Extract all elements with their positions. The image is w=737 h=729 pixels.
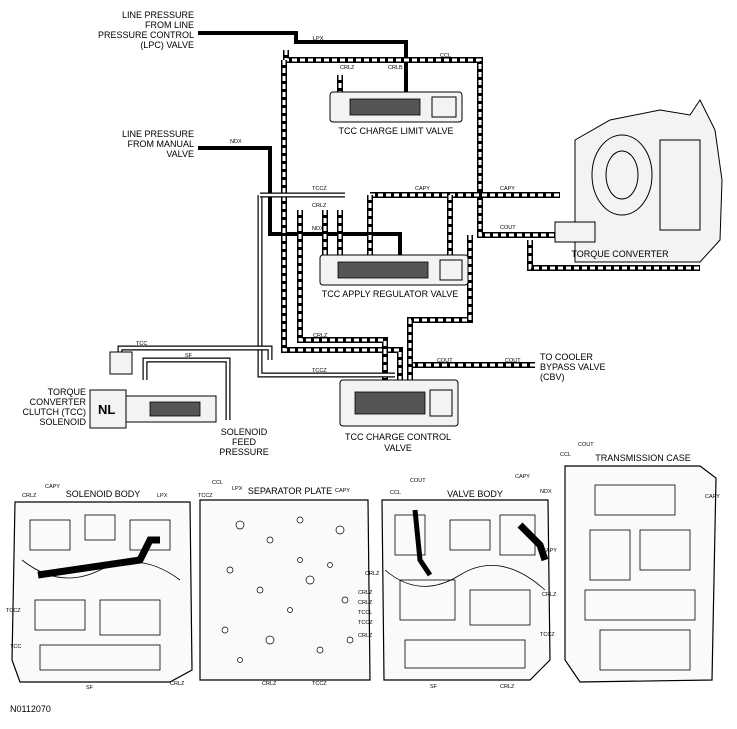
svg-text:CAPY: CAPY (45, 484, 60, 490)
svg-text:LPX: LPX (313, 36, 324, 42)
svg-text:LINE PRESSURE: LINE PRESSURE (122, 10, 194, 20)
figure-id: N0112070 (10, 704, 51, 714)
svg-text:TCC CHARGE LIMIT VALVE: TCC CHARGE LIMIT VALVE (338, 126, 453, 136)
svg-text:CCL: CCL (440, 53, 451, 59)
svg-text:CAPY: CAPY (335, 488, 350, 494)
svg-text:TO COOLER: TO COOLER (540, 352, 593, 362)
svg-text:CRLZ: CRLZ (340, 65, 355, 71)
svg-text:(LPC) VALVE: (LPC) VALVE (140, 40, 194, 50)
svg-text:TCC APPLY REGULATOR VALVE: TCC APPLY REGULATOR VALVE (322, 289, 459, 299)
tcc-solenoid: NL (89, 351, 217, 429)
svg-text:TCCL: TCCL (358, 610, 372, 616)
hollow-pipes (117, 192, 395, 420)
svg-text:COUT: COUT (578, 442, 594, 448)
svg-text:CONVERTER: CONVERTER (30, 397, 87, 407)
svg-text:TORQUE CONVERTER: TORQUE CONVERTER (571, 249, 669, 259)
svg-text:COUT: COUT (505, 358, 521, 364)
svg-text:TCCZ: TCCZ (358, 620, 373, 626)
svg-text:CCL: CCL (560, 452, 571, 458)
tcc-apply-regulator-valve: TCC APPLY REGULATOR VALVE (319, 254, 469, 299)
svg-text:(CBV): (CBV) (540, 372, 565, 382)
svg-text:FROM LINE: FROM LINE (145, 20, 194, 30)
svg-text:NDX: NDX (312, 226, 324, 232)
svg-text:CAPY: CAPY (515, 474, 530, 480)
line-pressure-pipes (198, 31, 408, 262)
svg-text:PRESSURE CONTROL: PRESSURE CONTROL (98, 30, 194, 40)
svg-text:LPX: LPX (232, 486, 243, 492)
svg-text:VALVE: VALVE (384, 443, 412, 453)
svg-text:TCC: TCC (10, 644, 21, 650)
separator-plate: SEPARATOR PLATE CCL LPX TCCZ CAPY CRLZ C… (198, 480, 373, 687)
svg-text:CAPY: CAPY (542, 548, 557, 554)
dashed-pipes (281, 50, 700, 380)
svg-text:NL: NL (98, 402, 115, 417)
svg-text:TRANSMISSION CASE: TRANSMISSION CASE (595, 453, 691, 463)
svg-text:CRLZ: CRLZ (365, 571, 380, 577)
label-line-pressure-manual: LINE PRESSURE FROM MANUAL VALVE (122, 129, 194, 159)
svg-text:VALVE BODY: VALVE BODY (447, 489, 503, 499)
torque-converter: TORQUE CONVERTER (554, 99, 723, 263)
solenoid-body: SOLENOID BODY CRLZ CAPY LPX TCCZ TCC SF … (6, 484, 193, 691)
svg-text:BYPASS VALVE: BYPASS VALVE (540, 362, 606, 372)
tcc-charge-control-valve: TCC CHARGE CONTROL VALVE (339, 379, 459, 453)
svg-text:CRLZ: CRLZ (170, 681, 185, 687)
svg-text:CLUTCH (TCC): CLUTCH (TCC) (23, 407, 87, 417)
svg-text:TORQUE: TORQUE (48, 387, 86, 397)
svg-text:CRLZ: CRLZ (358, 633, 373, 639)
svg-text:TCCZ: TCCZ (198, 493, 213, 499)
svg-text:TCCZ: TCCZ (540, 632, 555, 638)
svg-text:NDX: NDX (540, 489, 552, 495)
svg-text:PRESSURE: PRESSURE (219, 447, 269, 457)
label-line-pressure-lpc: LINE PRESSURE FROM LINE PRESSURE CONTROL… (98, 10, 194, 50)
svg-text:FROM MANUAL: FROM MANUAL (127, 139, 194, 149)
transmission-case: TRANSMISSION CASE COUT CCL CAPY (560, 442, 720, 683)
svg-text:CRLZ: CRLZ (22, 493, 37, 499)
svg-text:TCCZ: TCCZ (6, 608, 21, 614)
svg-text:CAPY: CAPY (705, 494, 720, 500)
svg-text:CCL: CCL (212, 480, 223, 486)
svg-text:FEED: FEED (232, 437, 257, 447)
svg-text:SF: SF (86, 685, 94, 691)
svg-text:TCC CHARGE CONTROL: TCC CHARGE CONTROL (345, 432, 451, 442)
svg-text:TCCZ: TCCZ (312, 681, 327, 687)
svg-text:SF: SF (430, 684, 438, 690)
svg-text:SOLENOID: SOLENOID (221, 427, 268, 437)
valve-body: VALVE BODY CCL COUT CAPY NDX CRLZ TCCL T… (358, 474, 557, 690)
svg-text:COUT: COUT (437, 358, 453, 364)
svg-text:VALVE: VALVE (166, 149, 194, 159)
svg-text:CAPY: CAPY (500, 186, 515, 192)
svg-text:SF: SF (185, 353, 193, 359)
svg-text:CRLZ: CRLZ (542, 592, 557, 598)
svg-text:CRLB: CRLB (388, 65, 403, 71)
label-tcc-solenoid: TORQUE CONVERTER CLUTCH (TCC) SOLENOID (23, 387, 87, 427)
svg-text:NDX: NDX (230, 139, 242, 145)
svg-text:TCC: TCC (136, 341, 147, 347)
svg-text:CRLZ: CRLZ (312, 203, 327, 209)
svg-text:CRLZ: CRLZ (262, 681, 277, 687)
svg-text:CRLZ: CRLZ (313, 333, 328, 339)
svg-text:LPX: LPX (157, 493, 168, 499)
tcc-charge-limit-valve: TCC CHARGE LIMIT VALVE (329, 91, 463, 136)
svg-text:CCL: CCL (390, 490, 401, 496)
svg-text:SOLENOID: SOLENOID (39, 417, 86, 427)
label-solenoid-feed: SOLENOID FEED PRESSURE (219, 427, 269, 457)
svg-text:CRLZ: CRLZ (500, 684, 515, 690)
svg-text:COUT: COUT (500, 225, 516, 231)
svg-text:CAPY: CAPY (415, 186, 430, 192)
svg-text:TCCZ: TCCZ (312, 186, 327, 192)
svg-text:CRLZ: CRLZ (358, 600, 373, 606)
passage-tags: LPX CCL CRLZ CRLB NDX TCCZ CRLZ CAPY CAP… (136, 36, 521, 374)
label-to-cooler-bypass: TO COOLER BYPASS VALVE (CBV) (540, 352, 606, 382)
svg-text:LINE PRESSURE: LINE PRESSURE (122, 129, 194, 139)
svg-text:SOLENOID BODY: SOLENOID BODY (66, 489, 141, 499)
svg-text:COUT: COUT (410, 478, 426, 484)
svg-text:CRLZ: CRLZ (358, 590, 373, 596)
svg-text:TCCZ: TCCZ (312, 368, 327, 374)
svg-text:SEPARATOR PLATE: SEPARATOR PLATE (248, 486, 332, 496)
